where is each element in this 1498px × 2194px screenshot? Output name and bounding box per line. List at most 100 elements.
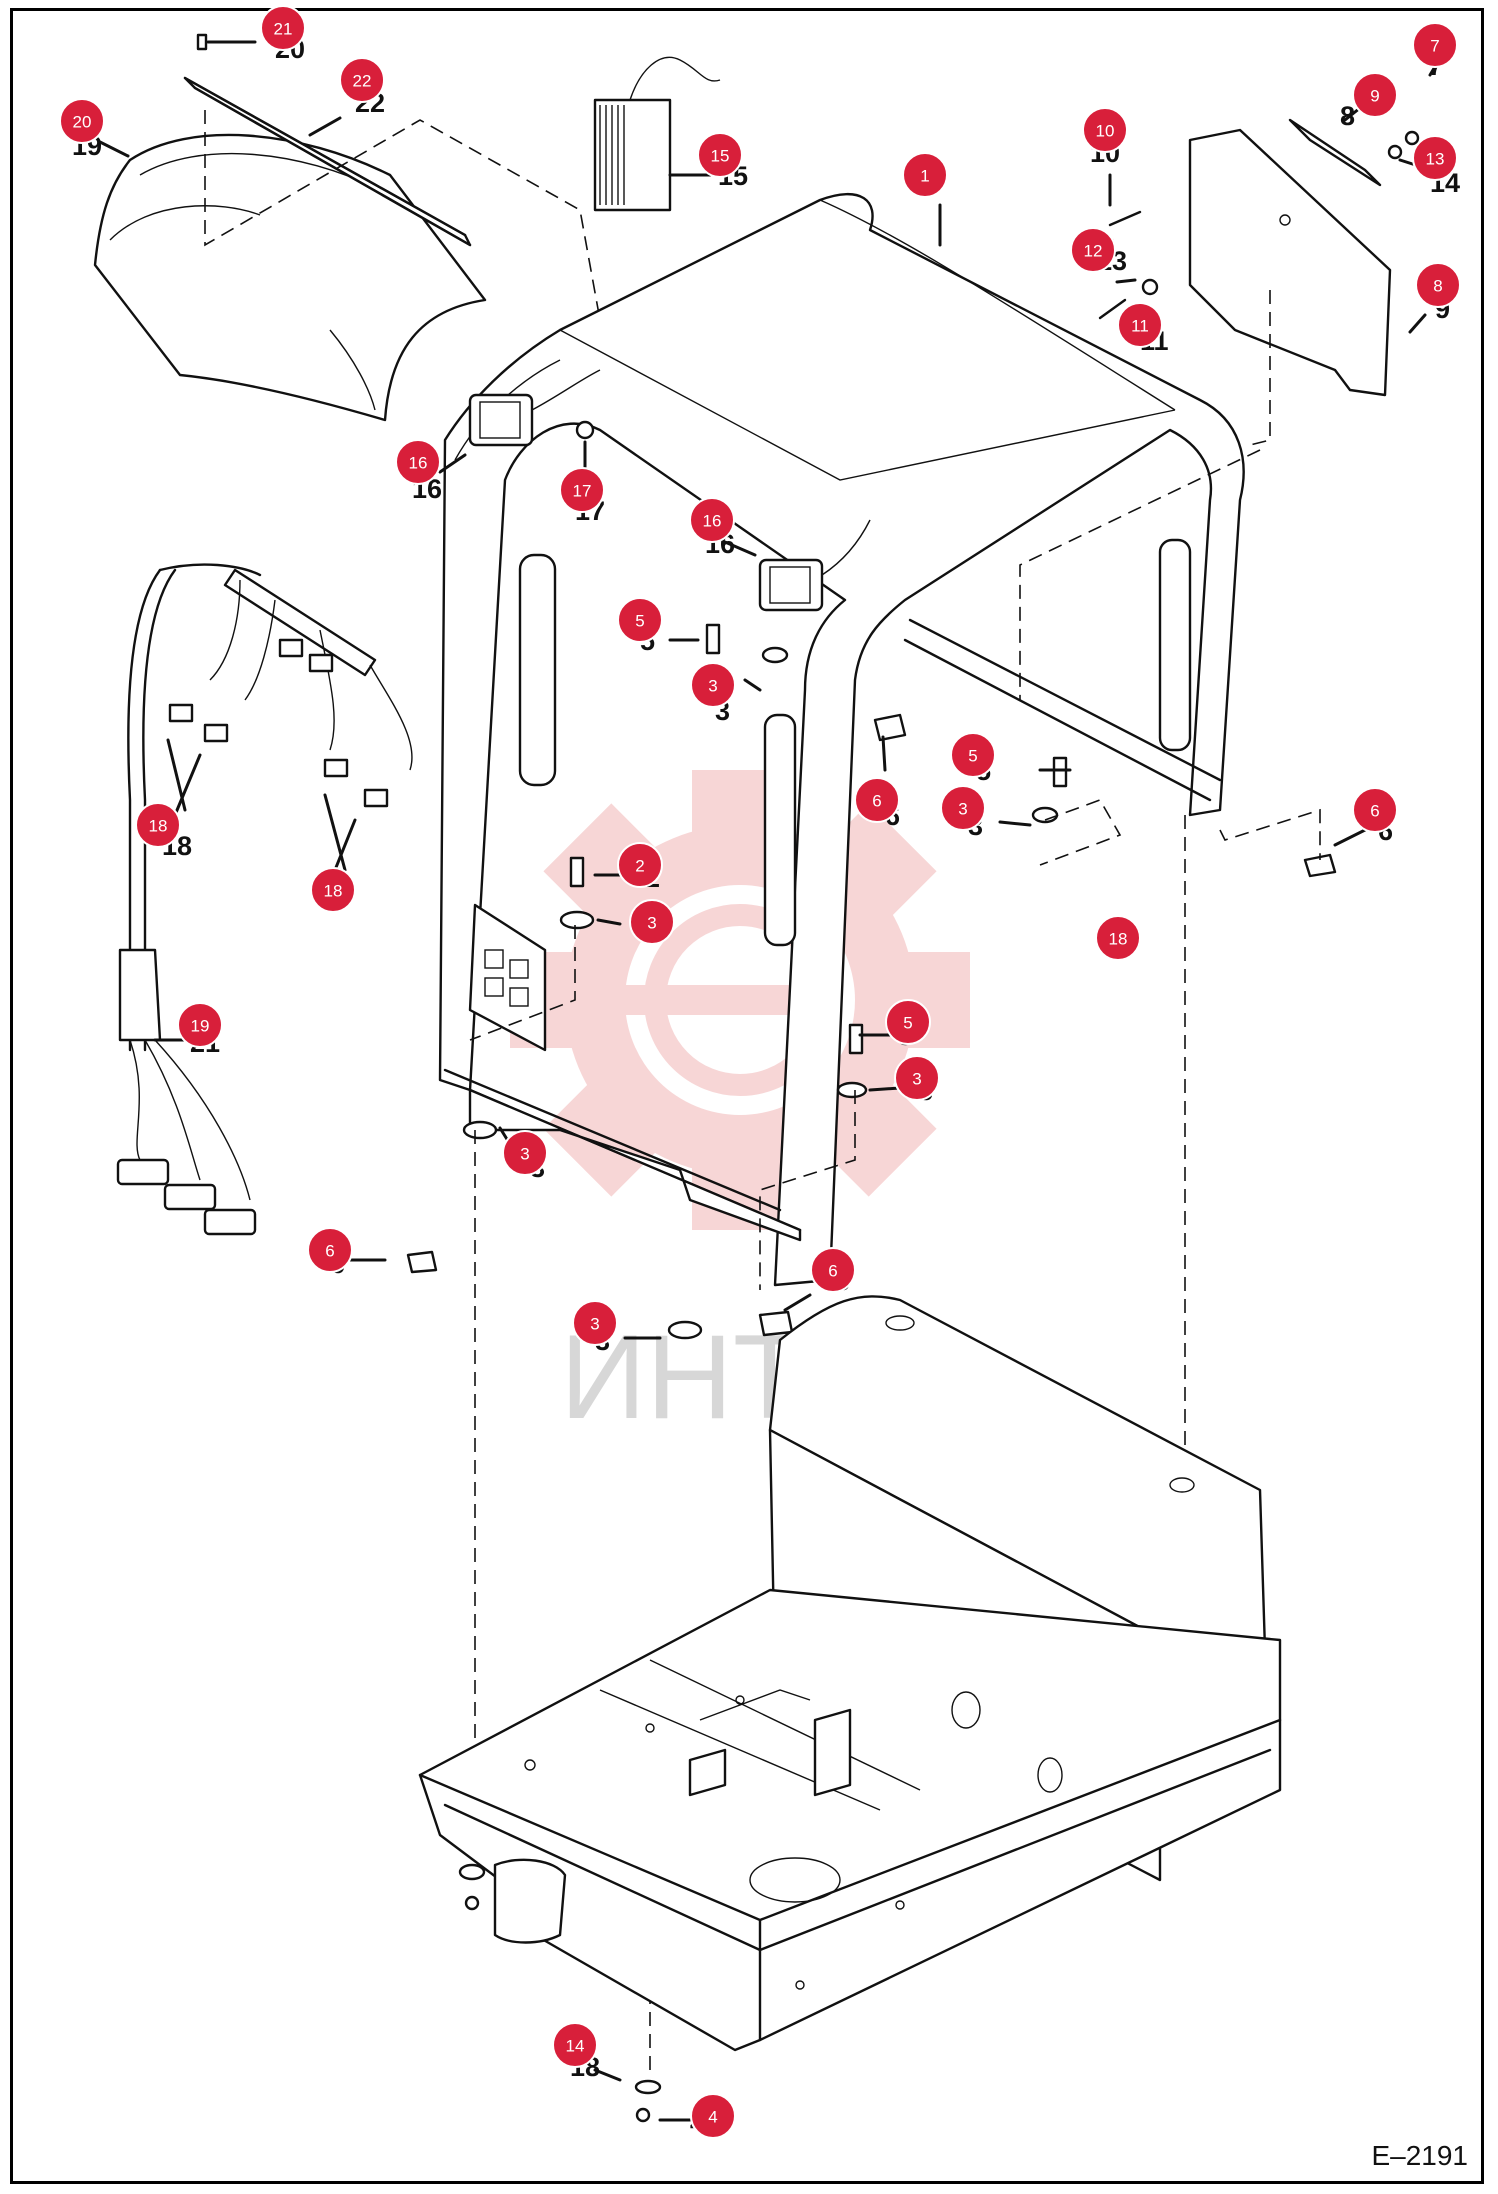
- callout-badge-label: 5: [635, 612, 644, 631]
- callout-badge-c6d: 6: [810, 1247, 856, 1293]
- callout-badge-c16a: 16: [395, 439, 441, 485]
- callout-badge-c19: 19: [177, 1002, 223, 1048]
- nut: [575, 420, 595, 440]
- callout-badge-circle: [689, 497, 735, 543]
- callout-badge-circle: [690, 2093, 736, 2139]
- wiring-harness: [116, 563, 413, 1236]
- callout-badge-c15: 15: [697, 132, 743, 178]
- callout-badge-circle: [339, 57, 385, 103]
- leader-lines: [98, 40, 1447, 2122]
- callout-badge-circle: [894, 1055, 940, 1101]
- callout-badge-circle: [260, 5, 306, 51]
- canopy-frame: [438, 192, 1245, 1287]
- callout-badge-circle: [617, 597, 663, 643]
- callout-badge-c3d: 3: [894, 1055, 940, 1101]
- callout-badge-c5c: 5: [885, 999, 931, 1045]
- callout-badge-label: 16: [703, 512, 722, 531]
- callout-badge-label: 18: [149, 817, 168, 836]
- callout-badge-label: 21: [274, 20, 293, 39]
- callout-badge-label: 18: [324, 882, 343, 901]
- callout-badges: 1233333345556666789101112131415161617181…: [59, 5, 1461, 2139]
- callout-badge-label: 6: [872, 792, 881, 811]
- callout-badge-circle: [1352, 72, 1398, 118]
- callout-badge-circle: [572, 1300, 618, 1346]
- callout-badge-circle: [690, 662, 736, 708]
- upper-frame-chassis: [418, 1588, 1282, 2052]
- callout-badge-label: 10: [1096, 122, 1115, 141]
- callout-badge-circle: [1070, 227, 1116, 273]
- operators-manual: [593, 56, 721, 212]
- callout-badge-circle: [310, 867, 356, 913]
- callout-badge-label: 2: [635, 857, 644, 876]
- part-number: 8: [1340, 101, 1355, 131]
- callout-badge-label: 3: [520, 1145, 529, 1164]
- watermark-gear-logo: [510, 770, 970, 1230]
- callout-badge-c16b: 16: [689, 497, 735, 543]
- callout-badge-circle: [617, 842, 663, 888]
- callout-badge-circle: [1412, 135, 1458, 181]
- callout-badge-circle: [307, 1227, 353, 1273]
- latch-hardware: [1098, 130, 1420, 320]
- callout-badge-circle: [1412, 22, 1458, 68]
- callout-badge-c4: 4: [690, 2093, 736, 2139]
- callout-badge-label: 3: [708, 677, 717, 696]
- callout-badge-c17: 17: [559, 467, 605, 513]
- callout-badge-circle: [135, 802, 181, 848]
- callout-badge-label: 17: [573, 482, 592, 501]
- callout-badge-c3a: 3: [629, 899, 675, 945]
- callout-badge-circle: [59, 98, 105, 144]
- callout-badge-circle: [1117, 302, 1163, 348]
- callout-badge-label: 6: [325, 1242, 334, 1261]
- callout-badge-c18a: 18: [135, 802, 181, 848]
- callout-badge-label: 5: [968, 747, 977, 766]
- mounting-fasteners: [196, 33, 1337, 2123]
- callout-badge-label: 19: [191, 1017, 210, 1036]
- callout-badge-circle: [885, 999, 931, 1045]
- callout-badge-c20: 20: [59, 98, 105, 144]
- callout-badge-circle: [395, 439, 441, 485]
- rear-cover-panel: [1188, 118, 1392, 397]
- callout-badge-label: 16: [409, 454, 428, 473]
- callout-badge-c10: 10: [1082, 107, 1128, 153]
- callout-badge-circle: [1352, 787, 1398, 833]
- callout-badge-c7: 7: [1412, 22, 1458, 68]
- callout-badge-circle: [697, 132, 743, 178]
- callout-badge-circle: [1082, 107, 1128, 153]
- callout-badge-label: 14: [566, 2037, 585, 2056]
- callout-badge-circle: [502, 1130, 548, 1176]
- callout-badge-c18c: 18: [1095, 915, 1141, 961]
- callout-badge-label: 8: [1433, 277, 1442, 296]
- work-light-left: [468, 369, 601, 447]
- callout-badge-c3c: 3: [940, 785, 986, 831]
- callout-badge-label: 13: [1426, 150, 1445, 169]
- callout-badge-c18b: 18: [310, 867, 356, 913]
- callout-badge-c6b: 6: [1352, 787, 1398, 833]
- callout-badge-label: 1: [920, 167, 929, 186]
- callout-badge-label: 18: [1109, 930, 1128, 949]
- callout-badge-c6a: 6: [854, 777, 900, 823]
- callout-badge-c13: 13: [1412, 135, 1458, 181]
- callout-badge-label: 3: [958, 800, 967, 819]
- callout-badge-c22: 22: [339, 57, 385, 103]
- callout-badge-label: 4: [708, 2108, 717, 2127]
- callout-badge-circle: [1415, 262, 1461, 308]
- callout-badge-c3f: 3: [572, 1300, 618, 1346]
- callout-badge-circle: [629, 899, 675, 945]
- top-trim-strip: [183, 76, 472, 247]
- callout-badge-circle: [559, 467, 605, 513]
- callout-badge-label: 7: [1430, 37, 1439, 56]
- callout-badge-c21: 21: [260, 5, 306, 51]
- callout-badge-label: 15: [711, 147, 730, 166]
- work-light-right: [758, 519, 871, 612]
- callout-badge-c8: 8: [1415, 262, 1461, 308]
- callout-badge-label: 3: [590, 1315, 599, 1334]
- callout-badge-circle: [940, 785, 986, 831]
- callout-badge-label: 6: [828, 1262, 837, 1281]
- callout-badge-c5b: 5: [950, 732, 996, 778]
- callout-badge-label: 3: [647, 914, 656, 933]
- callout-badge-label: 9: [1370, 87, 1379, 106]
- callout-badge-c6c: 6: [307, 1227, 353, 1273]
- callout-badge-c3b: 3: [690, 662, 736, 708]
- callout-badge-label: 11: [1131, 317, 1149, 336]
